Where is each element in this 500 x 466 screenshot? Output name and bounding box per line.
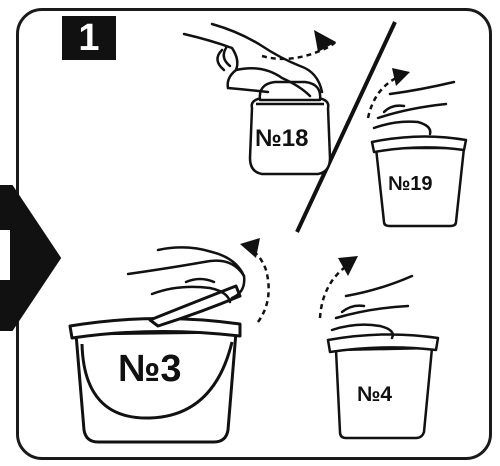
bucket-19-label: №19 <box>388 173 433 196</box>
next-arrow-notch <box>0 230 10 280</box>
jar-lid <box>260 82 320 100</box>
bucket-4-label: №4 <box>357 383 392 407</box>
jar-label: №18 <box>255 125 308 153</box>
bucket-3-label: №3 <box>118 348 182 391</box>
hand-icon <box>332 276 412 338</box>
step-number-badge: 1 <box>62 16 116 60</box>
hand-icon <box>374 82 454 134</box>
twist-arrow-icon <box>262 30 336 59</box>
lift-arrow-icon <box>320 256 358 318</box>
